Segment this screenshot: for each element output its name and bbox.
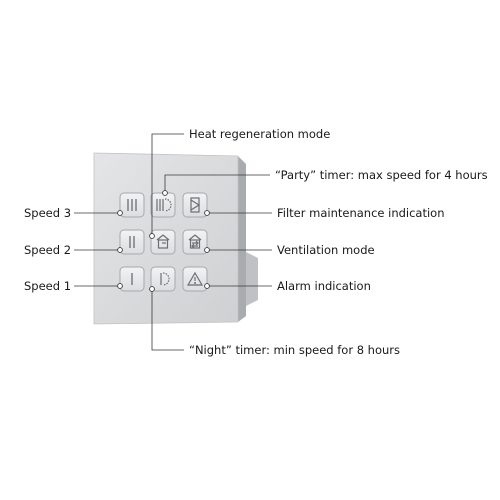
dot-alarm [204, 283, 210, 289]
panel-side [238, 156, 246, 322]
heat-regeneration-icon [156, 234, 170, 249]
label-speed-1: Speed 1 [24, 279, 72, 293]
button-alarm[interactable] [182, 266, 208, 292]
label-filter-maintenance: Filter maintenance indication [277, 206, 445, 220]
label-night-timer: “Night” timer: min speed for 8 hours [189, 343, 401, 357]
label-alarm-indication: Alarm indication [277, 279, 371, 293]
dot-ventilation-mode [204, 247, 210, 253]
label-party-timer: “Party” timer: max speed for 4 hours [275, 168, 488, 182]
party-timer-icon [156, 198, 172, 212]
leader-night-timer [151, 289, 184, 351]
leader-party-timer [164, 174, 270, 193]
button-speed-2[interactable] [119, 229, 145, 255]
label-speed-3: Speed 3 [24, 206, 72, 220]
button-heat-regeneration[interactable] [150, 229, 176, 255]
button-ventilation-mode[interactable] [182, 229, 208, 255]
dot-night-timer [149, 286, 155, 292]
panel-wall-plate [246, 252, 258, 306]
label-heat-regeneration-mode: Heat regeneration mode [189, 127, 331, 141]
dot-heat-regeneration [149, 233, 155, 239]
button-speed-1[interactable] [119, 266, 145, 292]
label-speed-2: Speed 2 [24, 243, 72, 257]
speed-2-icon [129, 236, 135, 248]
label-ventilation-mode: Ventilation mode [277, 243, 375, 257]
button-night-timer[interactable] [150, 266, 176, 292]
filter-icon [190, 197, 201, 213]
night-timer-icon [160, 272, 170, 286]
leader-heat-regeneration [151, 133, 184, 236]
dot-party-timer [162, 190, 168, 196]
speed-3-icon [127, 199, 137, 211]
dot-filter-maintenance [204, 210, 210, 216]
button-party-timer[interactable] [150, 192, 176, 218]
ventilation-icon [188, 234, 202, 249]
button-speed-3[interactable] [119, 192, 145, 218]
dot-speed-3 [117, 210, 123, 216]
dot-speed-2 [117, 247, 123, 253]
dot-speed-1 [117, 283, 123, 289]
button-filter-maintenance[interactable] [182, 192, 208, 218]
alarm-icon [186, 271, 204, 286]
